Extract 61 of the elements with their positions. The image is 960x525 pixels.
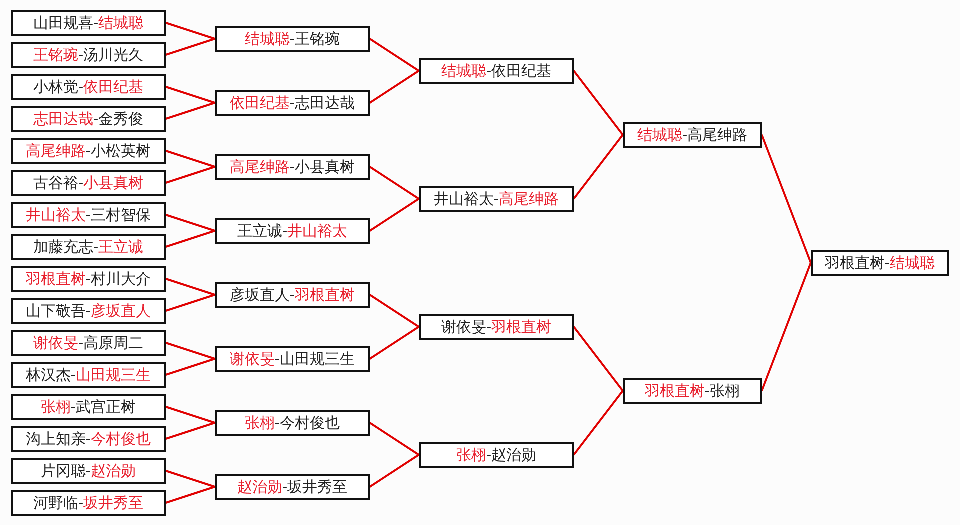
match-box: 谢依旻-高原周二: [11, 330, 166, 356]
match-box: 谢依旻-山田规三生: [215, 346, 370, 372]
connector-line: [369, 422, 420, 456]
connector-line: [166, 358, 216, 376]
connector-line: [166, 38, 216, 56]
connector-line: [166, 150, 216, 168]
match-box: 谢依旻-羽根直树: [419, 314, 574, 340]
connector-line: [166, 22, 216, 40]
connector-line: [369, 454, 420, 488]
connector-line: [166, 102, 216, 120]
match-box: 古谷裕-小县真树: [11, 170, 166, 196]
connector-line: [573, 134, 624, 200]
connector-line: [166, 342, 216, 360]
match-box: 结城聪-依田纪基: [419, 58, 574, 84]
match-box: 高尾绅路-小松英树: [11, 138, 166, 164]
match-box: 林汉杰-山田规三生: [11, 362, 166, 388]
match-box: 羽根直树-村川大介: [11, 266, 166, 292]
match-box: 张栩-赵治勋: [419, 442, 574, 468]
connector-line: [166, 86, 216, 104]
match-box: 彦坂直人-羽根直树: [215, 282, 370, 308]
match-box: 加藤充志-王立诚: [11, 234, 166, 260]
match-box: 结城聪-高尾绅路: [623, 122, 762, 148]
match-box: 山田规喜-结城聪: [11, 10, 166, 36]
connector-line: [166, 470, 216, 488]
match-box: 结城聪-王铭琬: [215, 26, 370, 52]
match-box: 片冈聪-赵治勋: [11, 458, 166, 484]
match-box: 赵治勋-坂井秀至: [215, 474, 370, 500]
connector-line: [573, 390, 624, 456]
match-box: 张栩-武宫正树: [11, 394, 166, 420]
match-box: 井山裕太-三村智保: [11, 202, 166, 228]
match-box: 羽根直树-张栩: [623, 378, 762, 404]
match-box: 山下敬吾-彦坂直人: [11, 298, 166, 324]
match-box: 沟上知亲-今村俊也: [11, 426, 166, 452]
connector-line: [369, 294, 420, 328]
match-box: 羽根直树-结城聪: [811, 250, 949, 276]
connector-line: [166, 406, 216, 424]
match-box: 王立诚-井山裕太: [215, 218, 370, 244]
match-box: 河野临-坂井秀至: [11, 490, 166, 516]
connector-line: [761, 262, 812, 392]
match-box: 志田达哉-金秀俊: [11, 106, 166, 132]
connector-line: [761, 134, 812, 264]
connector-line: [166, 278, 216, 296]
connector-line: [369, 166, 420, 200]
connector-line: [573, 70, 624, 136]
match-box: 井山裕太-高尾绅路: [419, 186, 574, 212]
connector-line: [369, 326, 420, 360]
match-box: 王铭琬-汤川光久: [11, 42, 166, 68]
connector-line: [166, 230, 216, 248]
match-box: 高尾绅路-小县真树: [215, 154, 370, 180]
connector-line: [166, 294, 216, 312]
connector-line: [166, 214, 216, 232]
match-box: 依田纪基-志田达哉: [215, 90, 370, 116]
connector-line: [369, 70, 420, 104]
connector-line: [573, 326, 624, 392]
connector-line: [369, 198, 420, 232]
match-box: 小林觉-依田纪基: [11, 74, 166, 100]
connector-line: [166, 486, 216, 504]
connector-line: [166, 166, 216, 184]
connector-line: [369, 38, 420, 72]
connector-line: [166, 422, 216, 440]
match-box: 张栩-今村俊也: [215, 410, 370, 436]
